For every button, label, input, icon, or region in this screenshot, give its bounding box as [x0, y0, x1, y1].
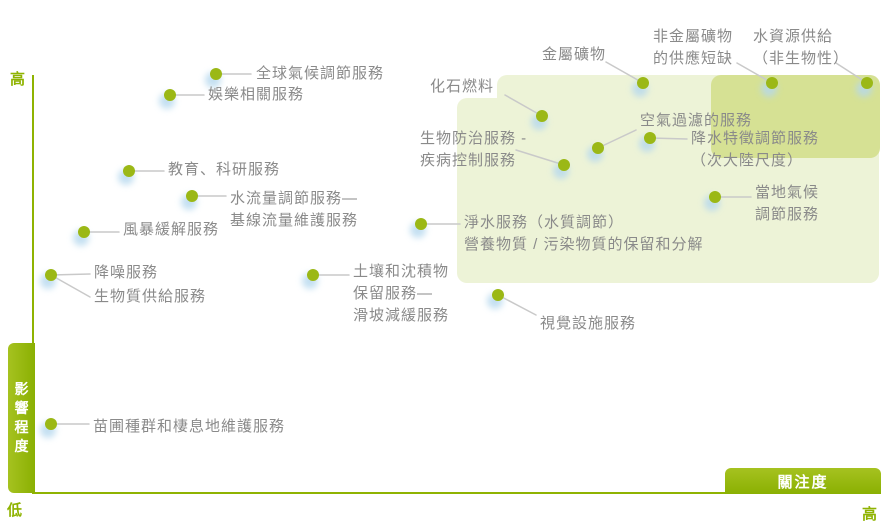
leader-line — [504, 94, 543, 117]
data-point-dot — [78, 226, 90, 238]
leader-line — [515, 149, 565, 166]
data-point-dot — [415, 218, 427, 230]
leader-line — [605, 61, 644, 84]
x-axis-high-label: 高 — [862, 506, 878, 523]
data-point-dot — [164, 89, 176, 101]
data-point-dot — [536, 110, 548, 122]
data-point-dot — [861, 77, 873, 89]
data-point-dot — [123, 165, 135, 177]
y-axis-title: 影響程度 — [14, 381, 29, 454]
leader-line — [835, 62, 868, 84]
data-point-dot — [709, 191, 721, 203]
data-point-dot — [644, 132, 656, 144]
data-point-dot — [592, 142, 604, 154]
x-axis-title-badge: 關注度 — [725, 468, 881, 494]
y-axis-high-label: 高 — [10, 71, 26, 88]
region-highest-attention-dark — [711, 75, 880, 158]
data-point-dot — [45, 269, 57, 281]
origin-low-label: 低 — [7, 502, 23, 519]
data-point-dot — [637, 77, 649, 89]
y-axis-line — [32, 75, 34, 493]
leader-line — [50, 273, 91, 276]
leader-line — [597, 129, 637, 149]
data-point-dot — [45, 418, 57, 430]
x-axis-title: 關注度 — [777, 473, 829, 491]
y-axis-title-badge: 影響程度 — [8, 343, 35, 493]
x-axis-line — [32, 492, 881, 494]
data-point-dot — [186, 190, 198, 202]
leader-line — [50, 274, 91, 298]
data-point-dot — [307, 269, 319, 281]
data-point-dot — [492, 289, 504, 301]
data-point-dot — [210, 68, 222, 80]
leader-line — [649, 137, 688, 140]
data-point-dot — [558, 159, 570, 171]
leader-line — [736, 62, 773, 84]
leader-line — [497, 294, 537, 316]
data-point-dot — [766, 77, 778, 89]
